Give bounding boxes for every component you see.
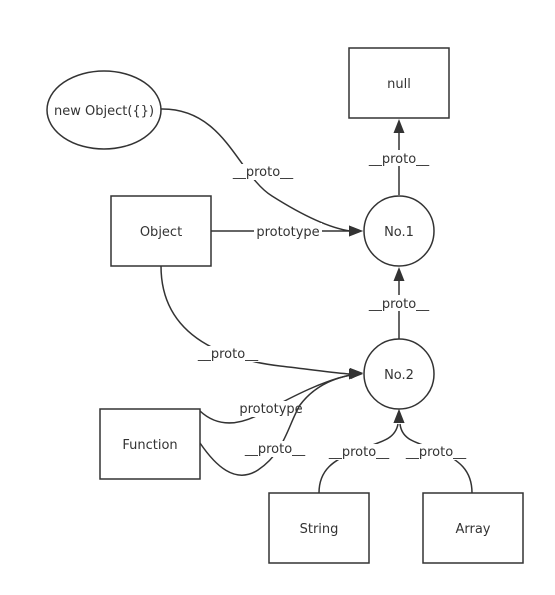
edge-function-prototype-to-no2: prototype [199,368,363,424]
edge-new-object-to-no1-label: __proto__ [232,165,294,180]
edge-no1-to-null-label: __proto__ [368,152,430,167]
node-object-label: Object [140,225,182,240]
edge-array-to-no2-label: __proto__ [405,445,467,460]
edge-no2-to-no1: __proto__ [368,267,430,339]
edge-new-object-to-no1-line [160,108,351,232]
arrowhead-up-icon [393,267,405,281]
edge-array-to-no2: __proto__ [393,409,473,494]
node-object: Object [110,195,212,267]
node-null-label: null [387,77,411,92]
node-no1: No.1 [363,195,435,267]
node-function-label: Function [122,438,177,453]
node-null: null [348,47,450,119]
edge-object-to-no2-label: __proto__ [197,347,259,362]
edge-function-proto-to-no2-label: __proto__ [244,442,306,457]
edge-object-to-no1: prototype [211,223,363,240]
edge-function-prototype-to-no2-label: prototype [239,402,302,417]
arrowhead-right-icon [349,225,363,237]
edge-object-to-no1-label: prototype [256,225,319,240]
arrowhead-up-icon [393,409,405,423]
edge-object-to-no2-line [160,265,351,375]
edge-function-proto-to-no2: __proto__ [199,368,363,476]
node-function: Function [99,408,201,480]
edge-string-to-no2-label: __proto__ [328,445,390,460]
edge-object-to-no2: __proto__ [160,265,363,380]
edge-function-proto-to-no2-line [199,374,352,476]
arrowhead-right-icon [350,368,363,379]
edge-no1-to-null: __proto__ [368,119,430,195]
node-no1-label: No.1 [384,225,414,240]
node-no2: No.2 [363,338,435,410]
node-new-object: new Object({}) [46,70,162,150]
arrowhead-up-icon [393,119,405,133]
node-array-label: Array [455,522,490,537]
node-string: String [268,492,370,564]
node-no2-label: No.2 [384,368,414,383]
node-array: Array [422,492,524,564]
node-string-label: String [300,522,339,537]
edge-string-to-no2: __proto__ [318,409,405,494]
node-new-object-label: new Object({}) [54,104,154,119]
edge-no2-to-no1-label: __proto__ [368,297,430,312]
